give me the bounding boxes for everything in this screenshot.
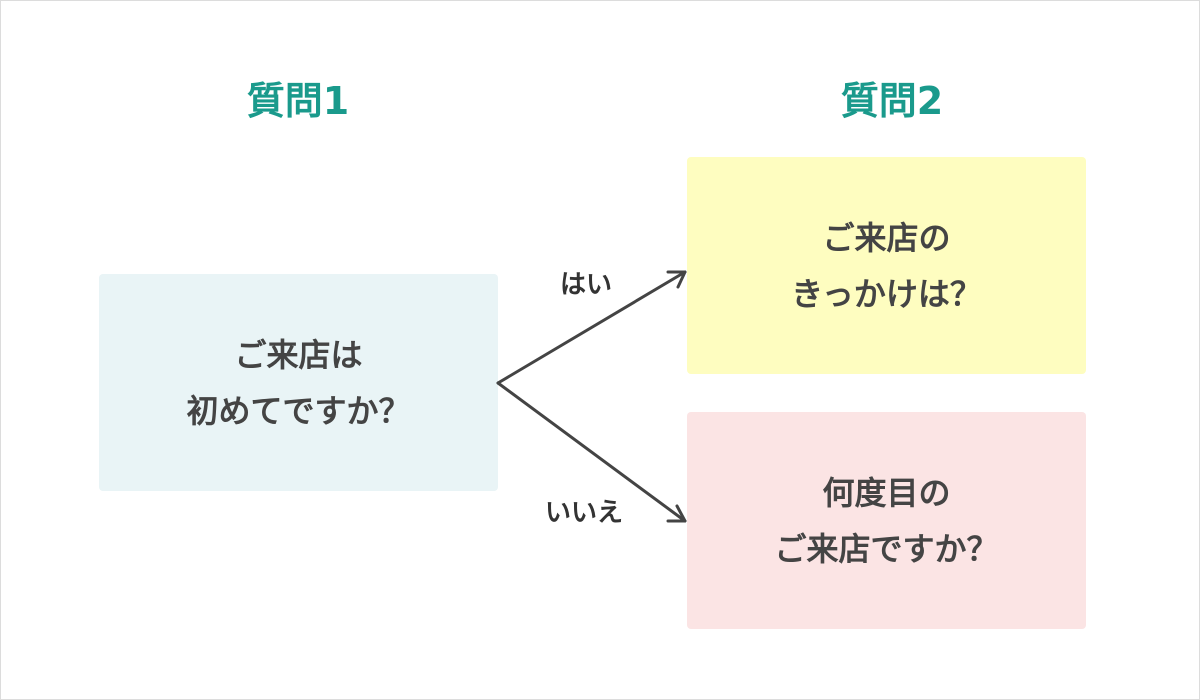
yes-edge-label: はい [560, 270, 613, 300]
yes-arrow [496, 270, 687, 385]
no-answer-box: 何度目の ご来店ですか？ [687, 412, 1086, 629]
no-box-line-2: ご来店ですか？ [774, 529, 999, 568]
yes-box-line-2: きっかけは？ [791, 274, 982, 313]
no-edge-label: いいえ [545, 498, 624, 528]
question-1-box: ご来店は 初めてですか？ [99, 274, 498, 491]
no-box-line-1: 何度目の [822, 473, 951, 512]
yes-answer-box: ご来店の きっかけは？ [687, 157, 1086, 374]
heading-question-2: 質問2 [840, 79, 944, 123]
yes-box-line-1: ご来店の [822, 218, 951, 257]
question-1-line-1: ご来店は [234, 335, 363, 374]
no-arrow [496, 381, 687, 523]
question-1-line-2: 初めてですか？ [186, 391, 411, 430]
heading-question-1: 質問1 [246, 79, 350, 123]
